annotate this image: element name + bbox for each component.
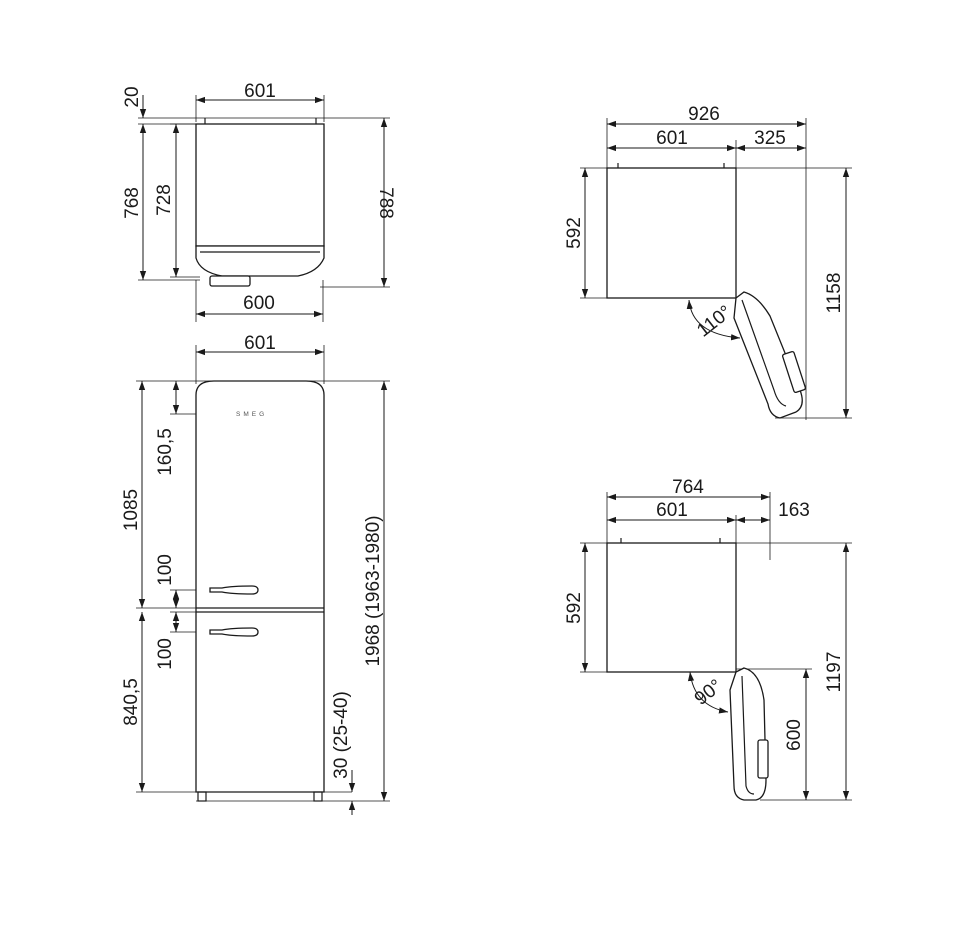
- label-side-110-height: 1158: [824, 273, 845, 314]
- label-side-90-total: 764: [672, 477, 704, 498]
- side-90-angle-arc: [687, 671, 729, 714]
- label-handle-offset-lower: 100: [155, 638, 176, 670]
- label-depth-728: 728: [154, 184, 175, 216]
- label-lower-door-840: 840,5: [121, 678, 142, 726]
- top-view: 601 20 768 728 788 600: [122, 81, 396, 322]
- label-front-width-601: 601: [244, 333, 276, 354]
- side-110-handle: [781, 350, 807, 394]
- label-depth-788: 788: [375, 187, 396, 219]
- label-handle-offset-upper: 100: [155, 554, 176, 586]
- label-side-110-side-depth: 592: [564, 217, 585, 249]
- label-upper-door-1085: 1085: [121, 489, 142, 531]
- label-side-90-side-depth: 592: [564, 592, 585, 624]
- side-90-door: [729, 667, 767, 801]
- top-view-door: [195, 245, 325, 277]
- label-side-110-angle: 110°: [693, 302, 736, 342]
- label-feet-height: 30 (25-40): [331, 691, 352, 779]
- front-left-foot: [197, 791, 207, 802]
- front-view: SMEG 601 1085 160,5 100 100 840,5 30 (25…: [121, 333, 390, 815]
- side-110-door: [733, 291, 803, 419]
- label-side-90-door-height: 600: [784, 719, 805, 751]
- fridge-body: [195, 380, 325, 793]
- label-bottom-width-600: 600: [243, 293, 275, 314]
- label-logo-offset: 160,5: [155, 428, 176, 476]
- side-view-110: 110° 926 601 325 592 1158: [564, 104, 852, 420]
- side-110-body: [606, 167, 737, 299]
- lower-door-handle: [209, 627, 259, 637]
- label-side-90-angle: 90°: [691, 676, 727, 710]
- top-view-handle: [209, 275, 251, 287]
- side-90-body: [606, 542, 737, 673]
- side-90-handle: [757, 739, 769, 779]
- smeg-logo: SMEG: [236, 411, 267, 418]
- label-side-110-body: 601: [656, 128, 688, 149]
- label-top-width-601: 601: [244, 81, 276, 102]
- front-right-foot: [313, 791, 323, 802]
- side-view-90: 90° 764 601 163 592 600 1197: [564, 477, 852, 801]
- side-110-angle-arc: [686, 299, 741, 341]
- label-side-90-body: 601: [656, 500, 688, 521]
- top-view-body: [195, 123, 325, 247]
- label-depth-768: 768: [122, 187, 143, 219]
- label-side-110-door: 325: [754, 128, 786, 149]
- label-top-offset-20: 20: [122, 86, 143, 107]
- label-side-90-door: 163: [778, 500, 810, 521]
- label-side-90-height: 1197: [824, 652, 845, 693]
- label-side-110-total: 926: [688, 104, 720, 125]
- label-total-height: 1968 (1963-1980): [363, 515, 384, 666]
- upper-door-handle: [209, 585, 259, 595]
